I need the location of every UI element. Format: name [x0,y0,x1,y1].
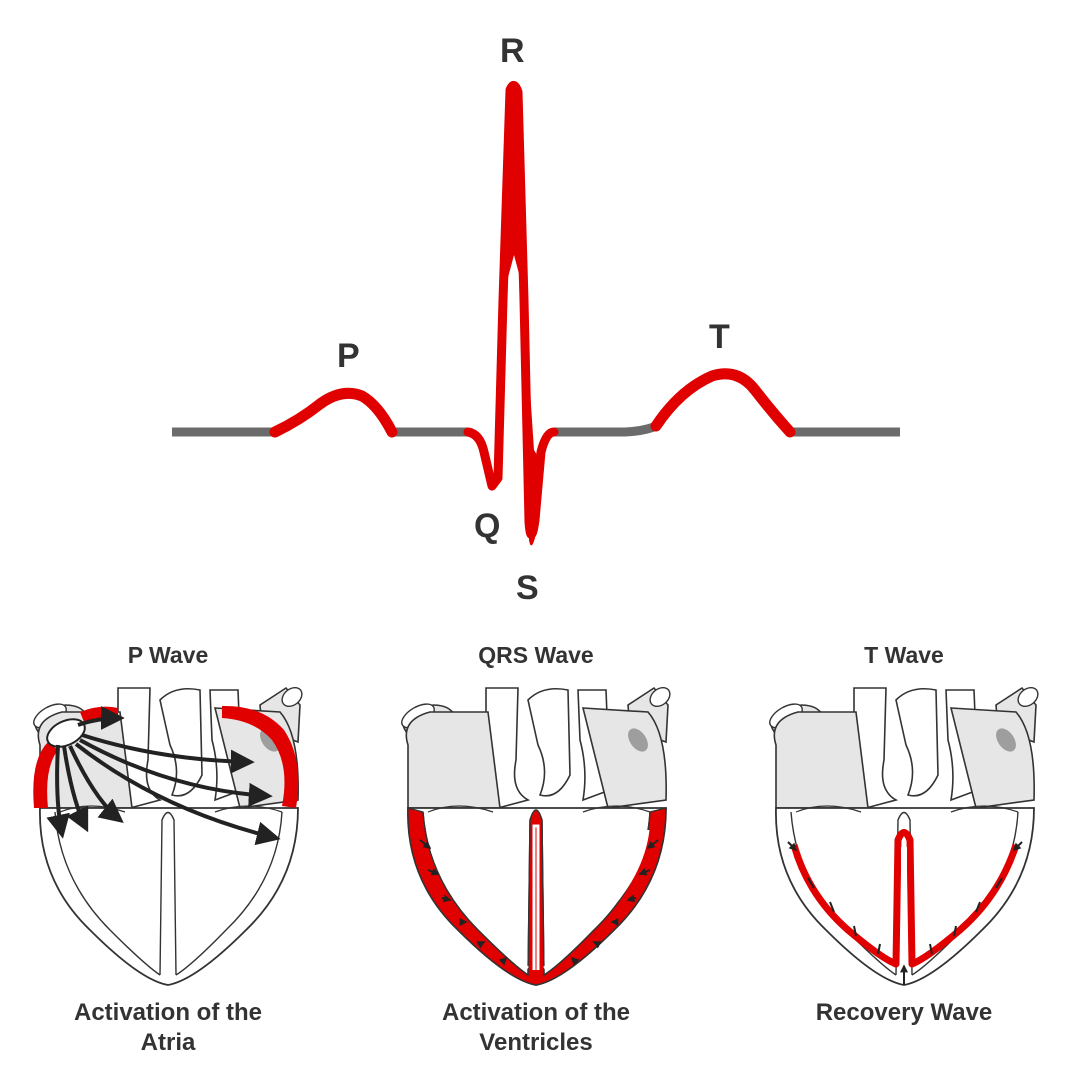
inner-conduction-line [426,824,650,970]
label-q: Q [474,507,500,545]
active-atrial-wall-left [33,742,58,808]
active-atrial-wall-right [222,705,299,808]
heart-recovery [765,682,1043,986]
label-t: T [709,318,730,356]
panel-qrs-wave: QRS Wave Activation of the Ventr [397,642,675,1056]
panel-title-t-wave: T Wave [864,642,944,668]
p-wave [269,387,398,438]
label-p: P [337,337,360,375]
r-peak-fill [502,88,526,300]
caption-qrs-wave-line2: Ventricles [479,1029,592,1056]
panel-title-qrs-wave: QRS Wave [478,642,593,668]
depolarization-arrows [419,839,659,966]
label-s: S [516,569,539,607]
s-dip-fill [524,300,540,546]
recovery-septum-inner [901,847,907,960]
repolarization-arrows [787,841,1023,985]
panel-t-wave: T Wave Recovery Wave [765,642,1043,1026]
recovery-line [790,829,1020,968]
panel-p-wave: P Wave Activation of the Atria [29,642,307,1056]
qrs-complex [463,81,559,539]
ecg-trace [172,81,900,546]
caption-p-wave-line2: Atria [141,1029,196,1056]
heart-atria-activation [29,682,307,986]
baseline-st [554,421,658,437]
t-wave [650,368,796,438]
caption-qrs-wave-line1: Activation of the [442,999,630,1026]
heart-ventricle-activation [397,682,675,986]
caption-p-wave-line1: Activation of the [74,999,262,1026]
label-r: R [500,32,525,70]
ecg-labels: R P T Q S [337,32,730,607]
conduction-arrows [46,706,281,846]
panel-title-p-wave: P Wave [128,642,209,668]
caption-t-wave-line1: Recovery Wave [816,999,993,1026]
